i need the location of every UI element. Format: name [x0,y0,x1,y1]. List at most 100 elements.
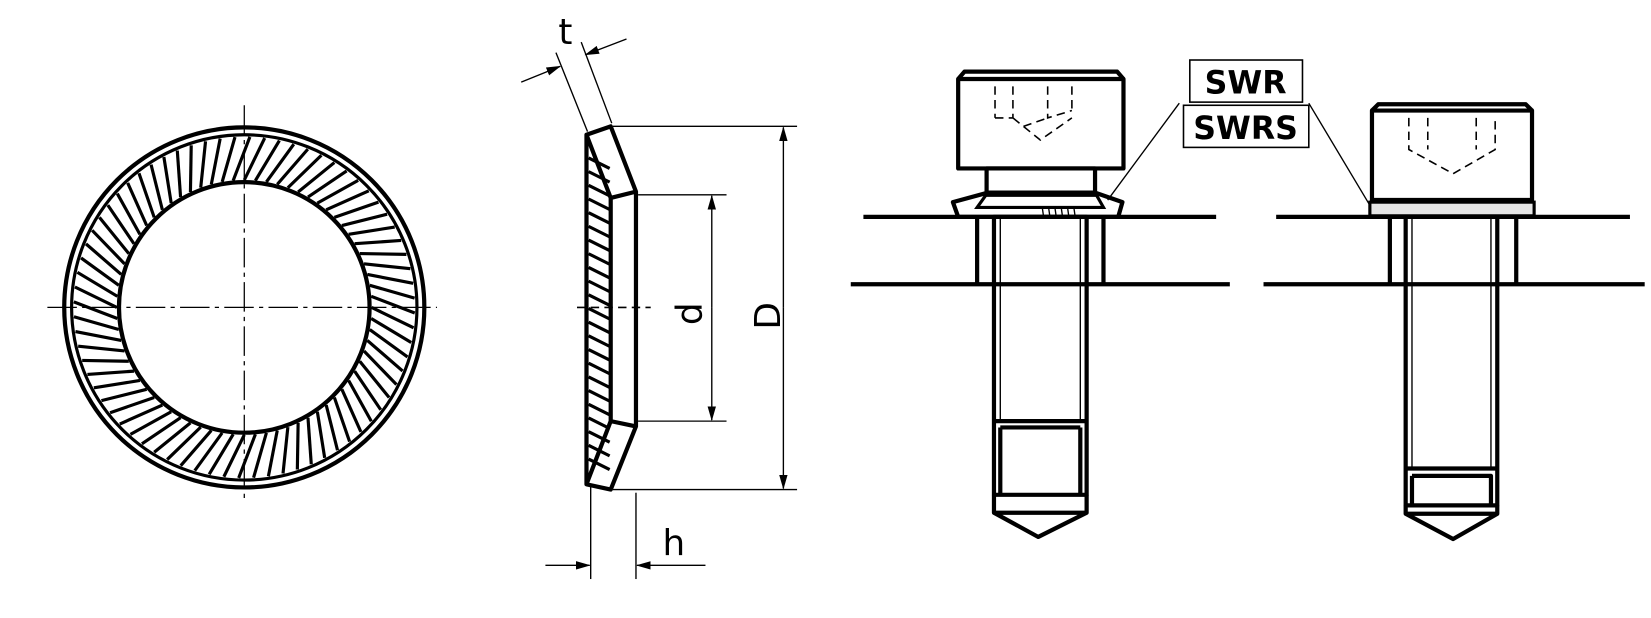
serration-tooth [80,256,120,287]
serration-tooth [137,172,156,218]
bolt-head-chamfer [1370,102,1534,113]
serration-tooth [333,200,379,219]
serrations [73,136,416,479]
hatch-line [587,197,611,211]
serration-tooth [254,139,281,182]
washer-profile-inner [584,134,637,486]
serration-tooth [358,360,391,399]
thread-minor-lines [999,216,1081,422]
serration-tooth [93,378,141,390]
serration-tooth [325,189,370,212]
serration-tooth [220,136,237,183]
serration-tooth [266,430,279,477]
serration-tooth [363,262,411,271]
hole-walls [975,216,1106,285]
t-arrow-right [584,38,627,56]
serration-tooth [119,403,164,426]
bolt-point [991,494,1089,540]
bolt-head-chamfer [956,69,1126,81]
serration-tooth [82,358,129,363]
serration-tooth [362,349,398,386]
serration-tooth [276,148,310,186]
serration-tooth [369,283,416,300]
serration-tooth [368,328,409,359]
serration-tooth [252,432,268,479]
swr-label-box [1189,59,1304,103]
hatch-line [587,238,611,252]
serration-tooth [109,396,155,415]
hatch-line [587,224,611,239]
serration-tooth [370,317,413,344]
outer-diameter-label: D [748,302,789,330]
serration-tooth [324,404,340,451]
swrs-label: SWRS [1193,111,1298,147]
serration-tooth [84,242,123,276]
assembly-swr [850,69,1230,540]
serration-tooth [87,369,135,376]
serration-tooth [366,339,404,373]
hex-socket-hidden [1408,117,1496,175]
serration-tooth [106,204,136,245]
t-arrow-left [520,65,562,83]
serration-tooth [222,434,246,478]
hatch-line [587,320,611,335]
serration-tooth [370,306,415,330]
hatch-line [587,266,611,280]
thickness-label: t [558,12,572,53]
hole-walls [1387,216,1519,285]
callouts: SWR SWRS [1107,59,1371,206]
outer-rim [70,133,419,482]
inner-edge [116,180,372,435]
serration-tooth [370,294,416,315]
serration-tooth [73,315,120,332]
thread-end [993,419,1087,495]
hatch-line [587,361,611,376]
serration-tooth [129,410,172,436]
serration-tooth [74,285,118,309]
serration-tooth [297,161,336,194]
serration-tooth [193,431,224,472]
thread-end [1405,466,1498,506]
conical-washer-fold [974,191,1107,209]
bolt-shank [1403,214,1500,508]
hatch-line [587,457,611,471]
bolt-head [1369,108,1535,203]
serration-tooth [153,421,192,454]
serration-tooth [281,426,290,474]
thread-minor-lines [1411,216,1492,469]
serration-tooth [73,300,118,320]
side-hatching [587,156,611,471]
serration-tooth [115,192,142,236]
washer-serrations [1041,208,1076,216]
hatch-line [587,293,611,307]
serration-tooth [149,164,164,211]
serration-tooth [340,388,363,433]
serration-tooth [307,169,348,199]
hatch-line [587,416,611,430]
hex-socket-hidden [994,86,1073,142]
serration-tooth [166,425,202,461]
serration-tooth [359,252,407,256]
flat-washer [1368,200,1536,218]
serration-tooth [341,212,388,228]
hatch-line [587,375,611,389]
serration-tooth [75,329,122,342]
swrs-leader-line [1308,102,1371,206]
serration-tooth [348,225,395,236]
serration-tooth [265,143,296,183]
serration-tooth [316,179,359,205]
serration-tooth [101,387,148,403]
serration-tooth [179,429,213,467]
hatch-line [587,183,611,198]
hatch-line [587,252,611,266]
hatch-line [587,389,611,403]
hatch-line [587,279,611,294]
serration-tooth [231,136,252,182]
serration-tooth [175,150,183,198]
serration-tooth [353,370,383,411]
t-extension-right [580,41,613,124]
serration-tooth [98,216,131,255]
outer-edge [62,125,427,490]
serration-tooth [126,182,149,227]
serration-tooth [237,433,257,479]
